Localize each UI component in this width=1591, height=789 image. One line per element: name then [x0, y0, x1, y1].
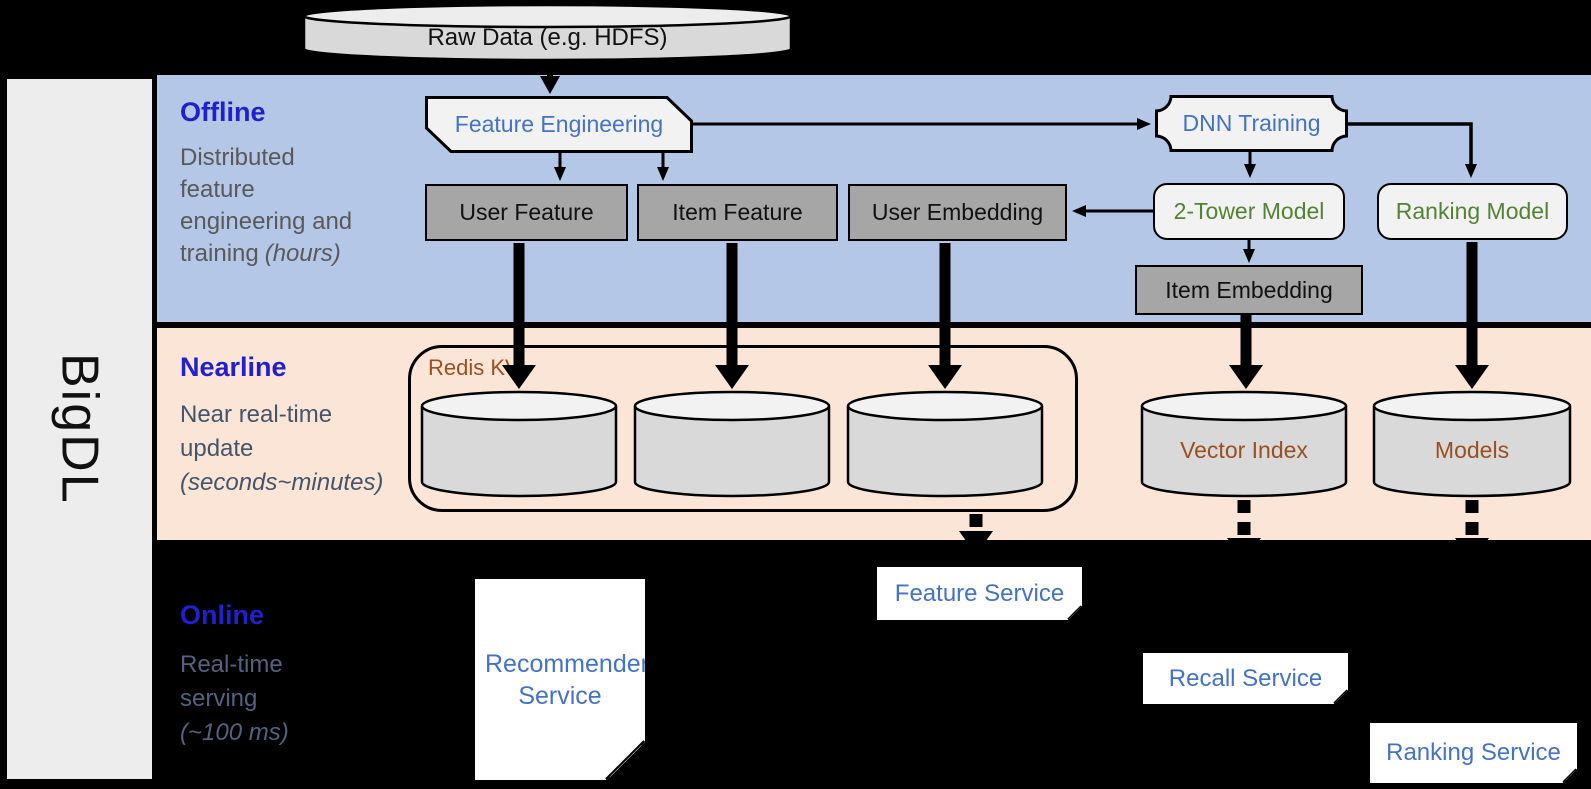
- online-desc-line: Real-time: [180, 651, 283, 678]
- cylinder-icon: [1372, 390, 1572, 498]
- offline-title: Offline: [180, 97, 266, 127]
- two-tower-model-label: 2-Tower Model: [1173, 198, 1325, 224]
- feature-engineering-label: Feature Engineering: [454, 111, 664, 137]
- cylinder-icon: [420, 390, 618, 498]
- bigdl-sidebar: BigDL: [7, 79, 152, 779]
- process-shape-icon: [425, 96, 693, 153]
- nearline-description: Near real-time update (seconds~minutes): [180, 398, 383, 500]
- ranking-service-label: Ranking Service: [1386, 739, 1561, 766]
- ranking-model-label: Ranking Model: [1395, 198, 1550, 224]
- offline-desc-line: Distributed: [180, 144, 295, 171]
- cylinder-icon: [302, 3, 793, 62]
- raw-data-store: Raw Data (e.g. HDFS): [302, 3, 793, 62]
- raw-data-label: Raw Data (e.g. HDFS): [427, 23, 668, 51]
- node-recall-service: Recall Service: [1143, 653, 1348, 704]
- node-item-feature: Item Feature: [637, 184, 838, 241]
- plaque-shape-icon: [1155, 95, 1348, 152]
- nearline-desc-line: update: [180, 435, 254, 462]
- dnn-training-label: DNN Training: [1182, 110, 1321, 136]
- feature-service-label: Feature Service: [894, 579, 1065, 607]
- online-timing: (~100 ms): [180, 719, 289, 746]
- node-user-feature: User Feature: [425, 184, 628, 241]
- vector-index-label: Vector Index: [1180, 436, 1308, 463]
- node-ranking-service: Ranking Service: [1370, 723, 1577, 783]
- user-embedding-label: User Embedding: [871, 199, 1044, 225]
- nearline-timing: (seconds~minutes): [180, 469, 384, 496]
- page-fold-icon: [1561, 767, 1577, 783]
- models-label: Models: [1434, 436, 1510, 463]
- redis-kv-label: Redis KV: [428, 355, 520, 380]
- node-user-embedding: User Embedding: [848, 184, 1067, 241]
- page-fold-icon: [603, 738, 645, 780]
- offline-desc-line: training(hours): [180, 240, 341, 267]
- node-feature-engineering: Feature Engineering: [425, 96, 693, 153]
- kv-store-cylinder-1: [420, 390, 618, 498]
- node-ranking-model: Ranking Model: [1377, 183, 1568, 240]
- kv-store-cylinder-2: [633, 390, 831, 498]
- online-title: Online: [180, 600, 265, 630]
- vector-index-store: Vector Index: [1140, 390, 1348, 498]
- node-dnn-training: DNN Training: [1155, 95, 1348, 152]
- cylinder-icon: [846, 390, 1044, 498]
- models-store: Models: [1372, 390, 1572, 498]
- item-embedding-label: Item Embedding: [1165, 276, 1333, 303]
- recall-service-label: Recall Service: [1168, 664, 1323, 692]
- node-feature-service: Feature Service: [877, 567, 1082, 620]
- bigdl-brand-label: BigDL: [50, 353, 109, 505]
- node-item-embedding: Item Embedding: [1135, 265, 1363, 315]
- nearline-desc-line: Near real-time: [180, 401, 333, 428]
- node-recommender-service: Recommender Service: [475, 579, 645, 780]
- item-feature-label: Item Feature: [672, 199, 803, 225]
- recommender-service-label: Recommender Service: [485, 649, 649, 710]
- page-fold-icon: [1332, 688, 1348, 704]
- nearline-title: Nearline: [180, 352, 287, 382]
- online-description: Real-time serving (~100 ms): [180, 648, 289, 750]
- offline-desc-line: engineering and: [180, 208, 353, 235]
- offline-description: Distributed feature engineering and trai…: [180, 142, 352, 270]
- kv-store-cylinder-3: [846, 390, 1044, 498]
- node-two-tower-model: 2-Tower Model: [1153, 183, 1345, 240]
- user-feature-label: User Feature: [459, 199, 594, 225]
- redis-kv-container: [408, 345, 1078, 512]
- online-desc-line: serving: [180, 685, 258, 712]
- cylinder-icon: [1140, 390, 1348, 498]
- offline-desc-line: feature: [180, 176, 255, 203]
- page-fold-icon: [1066, 604, 1082, 620]
- cylinder-icon: [633, 390, 831, 498]
